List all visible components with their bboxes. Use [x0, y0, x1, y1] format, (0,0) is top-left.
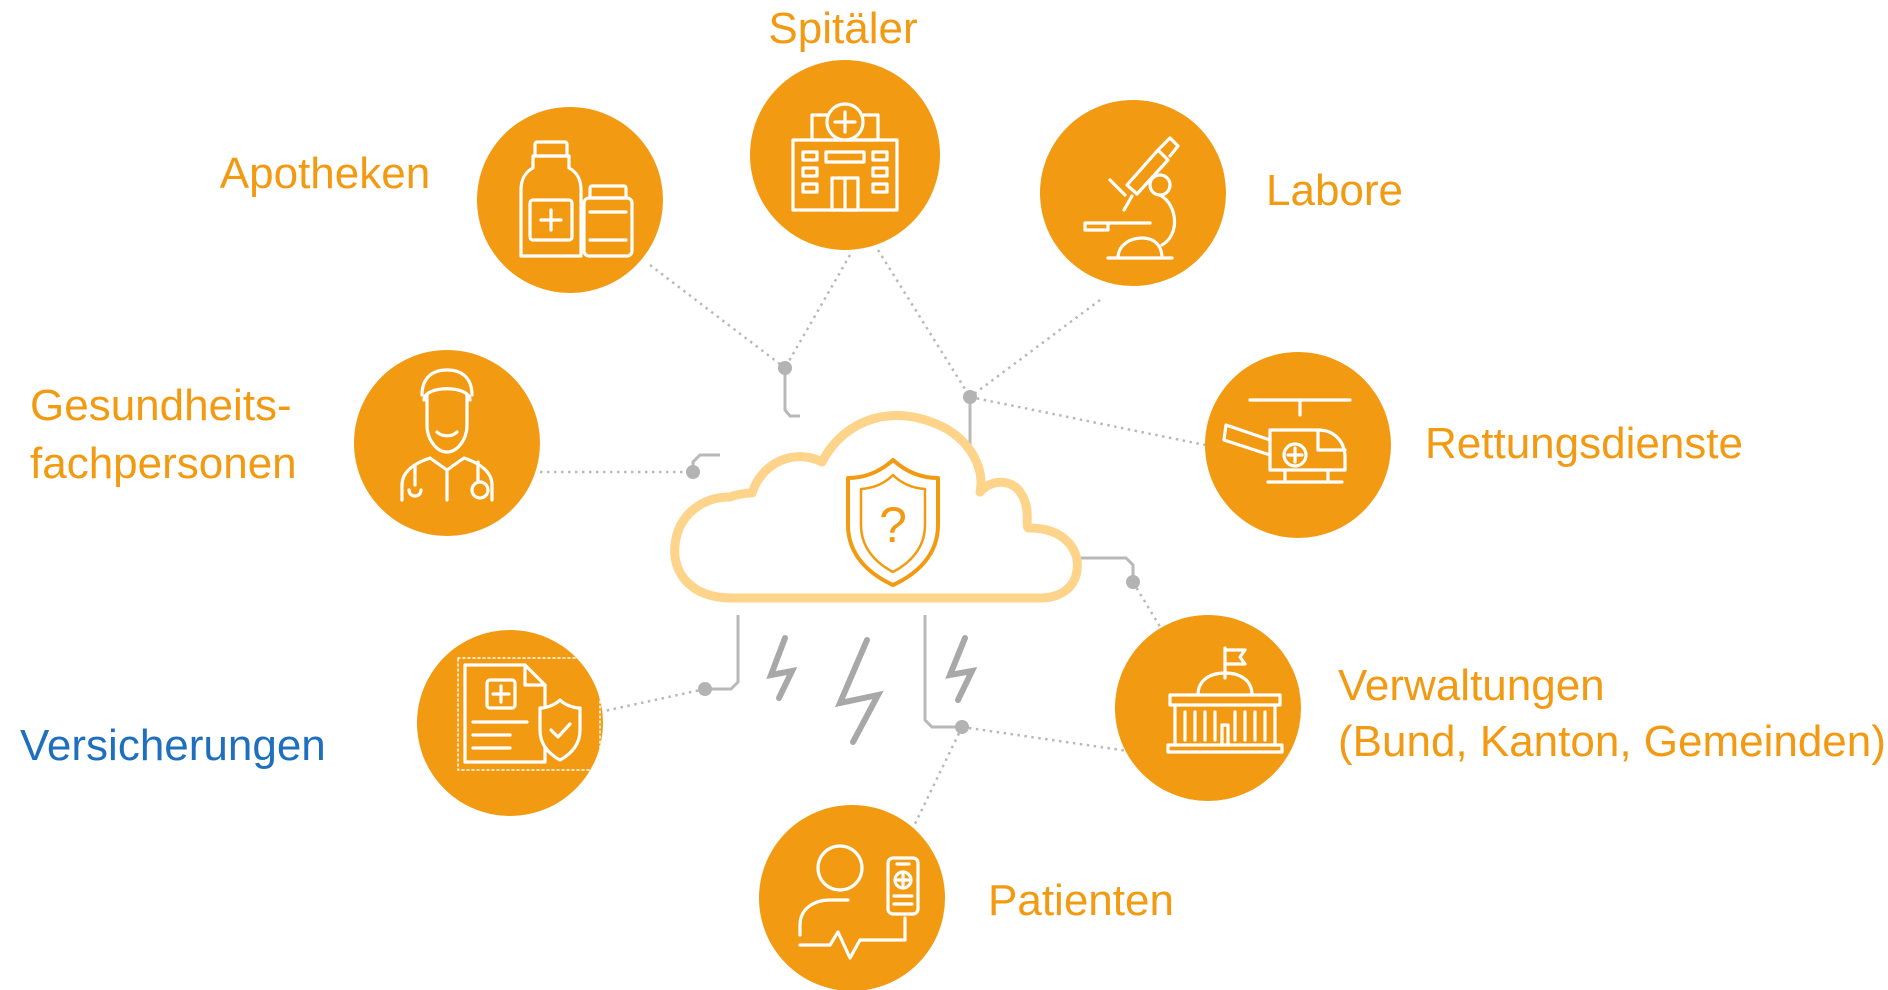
node-circle — [354, 350, 540, 536]
lightning-icon — [766, 635, 798, 701]
question-mark: ? — [879, 497, 907, 553]
junction-dot — [1126, 575, 1140, 589]
microscope-icon — [1083, 136, 1180, 260]
connector-patienten — [910, 726, 964, 831]
junction-dot — [698, 682, 712, 696]
label-patienten: Patienten — [988, 876, 1174, 925]
label-rettungsdienste: Rettungsdienste — [1425, 419, 1743, 468]
node-verwaltungen: Verwaltungen (Bund, Kanton, Gemeinden) — [1115, 615, 1886, 801]
junction-dot — [686, 465, 700, 479]
node-circle — [1115, 615, 1301, 801]
node-labore: Labore — [1040, 100, 1403, 286]
helicopter-icon — [1222, 398, 1352, 484]
connector-spitaeler-left — [783, 254, 852, 369]
node-circle — [750, 60, 940, 250]
label-apotheken: Apotheken — [220, 149, 430, 198]
connector-apotheken — [649, 264, 786, 369]
node-rettungsdienste: Rettungsdienste — [1205, 352, 1743, 538]
connector-verwaltungen-bottom — [961, 725, 1136, 754]
label-versicherungen: Versicherungen — [20, 721, 326, 770]
patient-phone-icon — [798, 844, 920, 960]
nurse-icon — [400, 368, 494, 502]
connector-rettungsdienste — [969, 395, 1206, 447]
node-spitaeler: Spitäler — [750, 4, 940, 250]
connector-labore — [969, 298, 1101, 399]
lightning-icon — [945, 635, 978, 703]
connector-cloud-right — [1048, 556, 1135, 582]
junction-dot — [963, 390, 977, 404]
label-gesundheitsfachpersonen-line1: Gesundheits- — [30, 381, 292, 430]
medicine-bottles-icon — [519, 140, 634, 258]
node-versicherungen: Versicherungen — [20, 630, 603, 816]
connector-cloud-bottom-left — [705, 615, 740, 691]
hospital-icon — [791, 102, 899, 212]
label-verwaltungen-line2: (Bund, Kanton, Gemeinden) — [1338, 717, 1886, 766]
label-gesundheitsfachpersonen-line2: fachpersonen — [30, 439, 297, 488]
label-spitaeler: Spitäler — [768, 4, 917, 53]
connector-cloud-bottom-right — [923, 615, 962, 729]
label-verwaltungen-line1: Verwaltungen — [1338, 661, 1605, 710]
node-apotheken: Apotheken — [220, 107, 663, 293]
lightning-icon — [834, 637, 884, 745]
junction-dot — [955, 720, 969, 734]
connector-cloud-top-left — [783, 368, 800, 418]
node-gesundheitsfachpersonen: Gesundheits- fachpersonen — [30, 350, 540, 536]
node-patienten: Patienten — [759, 805, 1174, 990]
label-labore: Labore — [1266, 166, 1403, 215]
junction-dots — [686, 361, 1140, 734]
insurance-document-icon — [457, 657, 601, 771]
lightning-icons — [766, 635, 978, 745]
cloud-shield-icon: ? — [670, 411, 1082, 603]
government-building-icon — [1166, 646, 1284, 754]
connector-versicherungen — [599, 687, 706, 714]
connector-spitaeler-right — [876, 249, 972, 398]
junction-dot — [778, 361, 792, 375]
